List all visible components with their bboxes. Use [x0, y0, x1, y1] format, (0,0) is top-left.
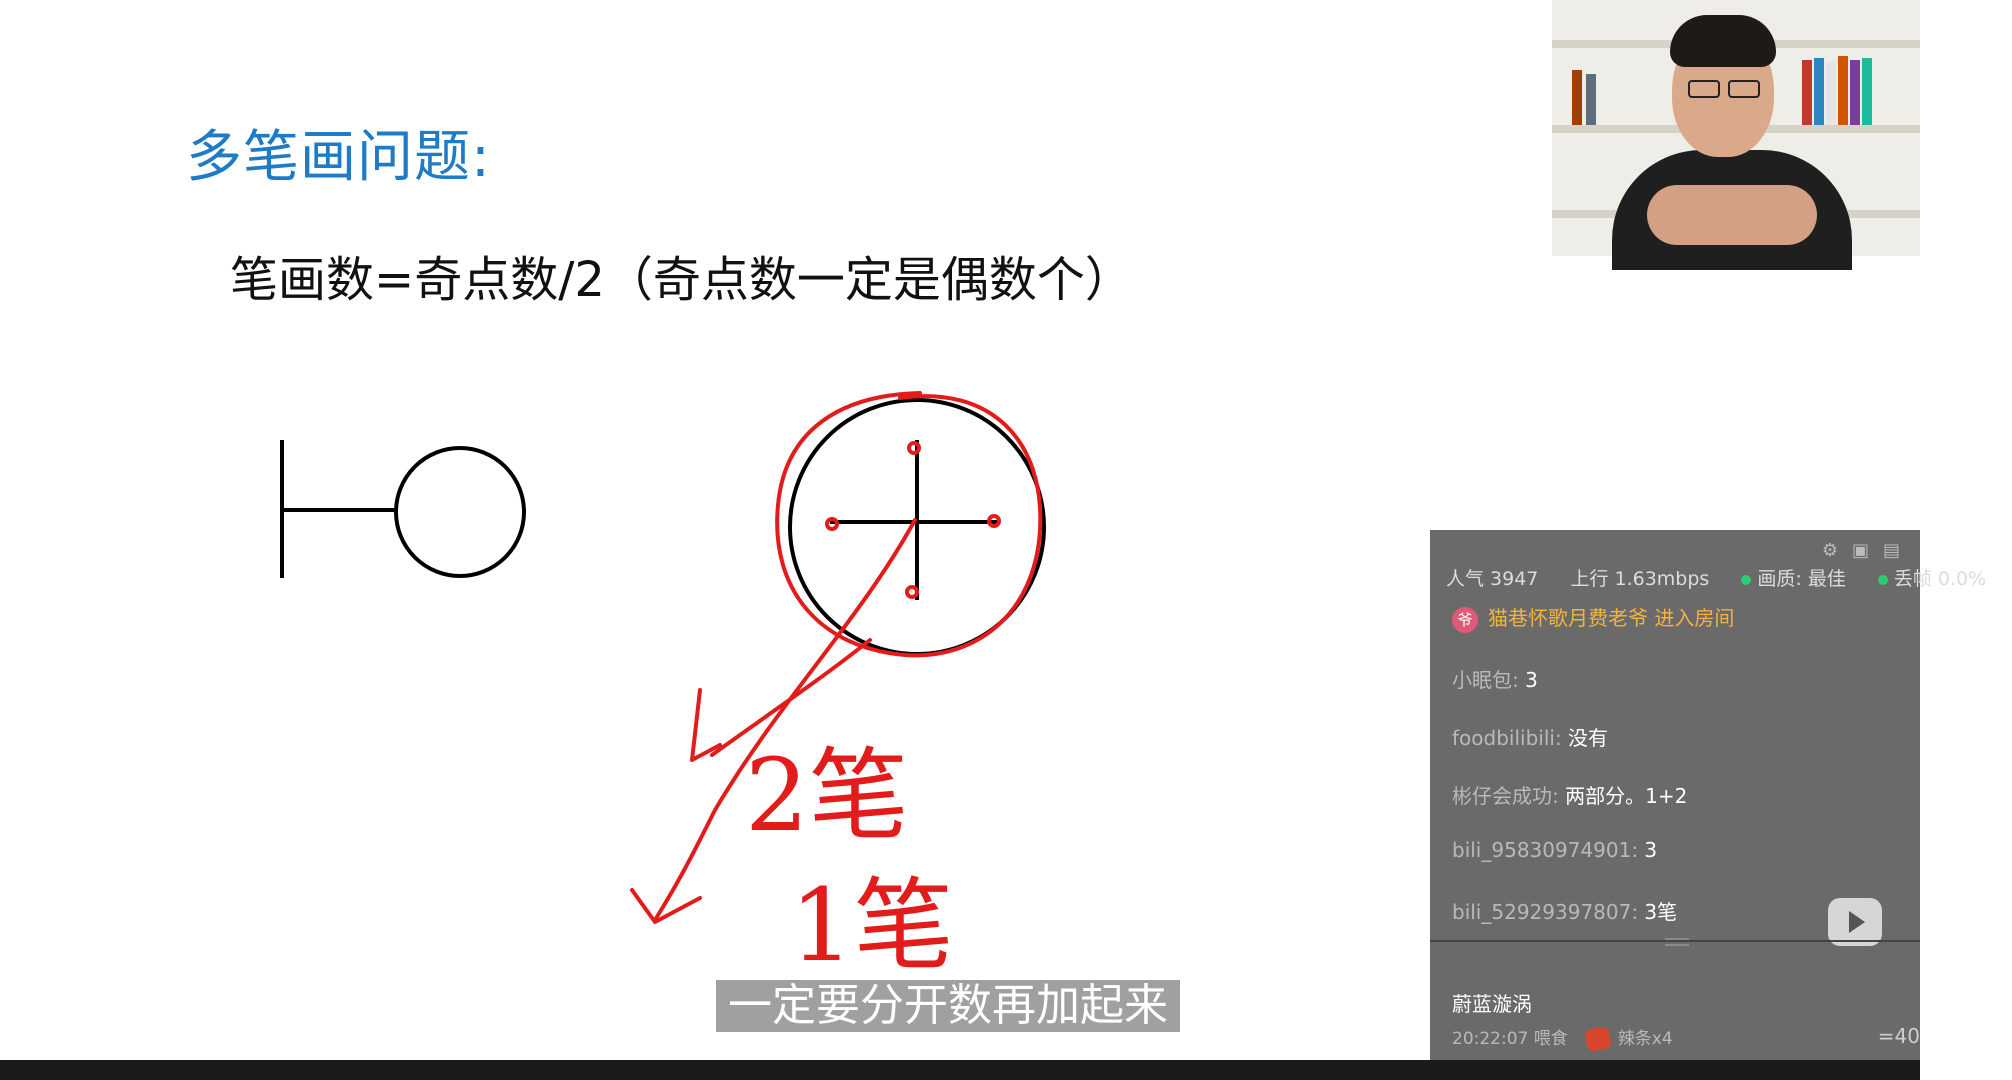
- book: [1862, 58, 1872, 125]
- odd-point-right: [987, 514, 1001, 528]
- gift-sender-name: 蔚蓝漩涡: [1452, 992, 1532, 1016]
- video-subtitle: 一定要分开数再加起来: [716, 980, 1180, 1032]
- chat-divider: [1430, 940, 1920, 942]
- clipboard-icon[interactable]: ▣: [1851, 540, 1883, 561]
- gift-time: 20:22:07 喂食: [1452, 1029, 1568, 1049]
- odd-point-top: [907, 441, 921, 455]
- slide-title: 多笔画问题:: [186, 125, 491, 190]
- chat-username[interactable]: bili_95830974901:: [1452, 838, 1639, 862]
- player-bottom-bar: [0, 1060, 1920, 1080]
- figure-canvas: 2笔 1笔: [280, 391, 1046, 984]
- chat-username[interactable]: bili_52929397807:: [1452, 900, 1639, 924]
- chat-icon[interactable]: ▤: [1882, 540, 1914, 561]
- presenter-hair: [1670, 15, 1776, 67]
- popularity-stat: 人气 3947: [1446, 568, 1539, 590]
- resize-handle[interactable]: [1665, 938, 1689, 946]
- chat-username[interactable]: foodbilibili:: [1452, 726, 1562, 750]
- ink-arrow-long-head: [630, 888, 702, 924]
- gear-icon[interactable]: ⚙: [1821, 540, 1852, 561]
- ink-arrow-short-head: [690, 688, 722, 762]
- odd-point-bottom: [905, 585, 919, 599]
- play-button-icon[interactable]: [1828, 898, 1882, 946]
- book: [1838, 56, 1848, 125]
- ink-label-one-stroke: 1笔: [790, 867, 954, 984]
- ink-circle-mark: [775, 391, 1043, 658]
- book: [1826, 62, 1836, 125]
- room-entry-text: 猫巷怀歌月费老爷 进入房间: [1488, 606, 1735, 630]
- gift-icon: [1583, 1025, 1612, 1053]
- quality-stat: 画质: 最佳: [1741, 568, 1846, 590]
- chat-message: 彬仔会成功: 两部分。1+2: [1452, 780, 1687, 809]
- room-entry-notice: 爷猫巷怀歌月费老爷 进入房间: [1452, 602, 1734, 633]
- chat-text: 3笔: [1638, 900, 1678, 924]
- stroke-formula: 笔画数=奇点数/2（奇点数一定是偶数个）: [230, 252, 1133, 308]
- chat-text: 3: [1518, 668, 1538, 692]
- book: [1814, 58, 1824, 125]
- book: [1802, 60, 1812, 125]
- ink-arrow-long: [653, 518, 917, 922]
- chat-message: bili_95830974901: 3: [1452, 838, 1657, 862]
- chat-text: 两部分。1+2: [1558, 784, 1688, 808]
- chat-message: foodbilibili: 没有: [1452, 722, 1608, 751]
- webcam-overlay: [1552, 0, 1920, 270]
- ink-label-two-strokes: 2笔: [745, 737, 909, 854]
- presenter-hands: [1647, 185, 1817, 245]
- chat-message: 小眠包: 3: [1452, 664, 1538, 693]
- dropped-frames-stat: 丢帧 0.0%: [1877, 568, 1986, 590]
- ink-arrow-short: [710, 638, 872, 757]
- chat-text: 没有: [1561, 726, 1609, 750]
- gift-item: 辣条x4: [1617, 1029, 1673, 1049]
- gift-total: =40: [1877, 1024, 1920, 1048]
- vip-badge-icon: 爷: [1452, 606, 1478, 633]
- chat-message: bili_52929397807: 3笔: [1452, 896, 1677, 925]
- chat-text: 3: [1638, 838, 1658, 862]
- live-chat-panel: ⚙▣▤ 人气 3947 上行 1.63mbps 画质: 最佳 丢帧 0.0% 爷…: [1430, 530, 1986, 1060]
- chat-username[interactable]: 彬仔会成功:: [1452, 784, 1559, 808]
- book: [1850, 60, 1860, 125]
- presenter-glasses: [1684, 80, 1764, 98]
- left-figure-circle: [394, 446, 526, 578]
- upload-stat: 上行 1.63mbps: [1570, 568, 1710, 590]
- book: [1586, 74, 1596, 125]
- chat-toolbar: ⚙▣▤: [1822, 540, 1914, 561]
- odd-point-left: [825, 517, 839, 531]
- book: [1572, 70, 1582, 125]
- stream-stats: 人气 3947 上行 1.63mbps 画质: 最佳 丢帧 0.0%: [1446, 564, 2012, 591]
- chat-username[interactable]: 小眠包:: [1452, 668, 1519, 692]
- gift-record: 20:22:07 喂食 辣条x4: [1452, 1024, 1673, 1053]
